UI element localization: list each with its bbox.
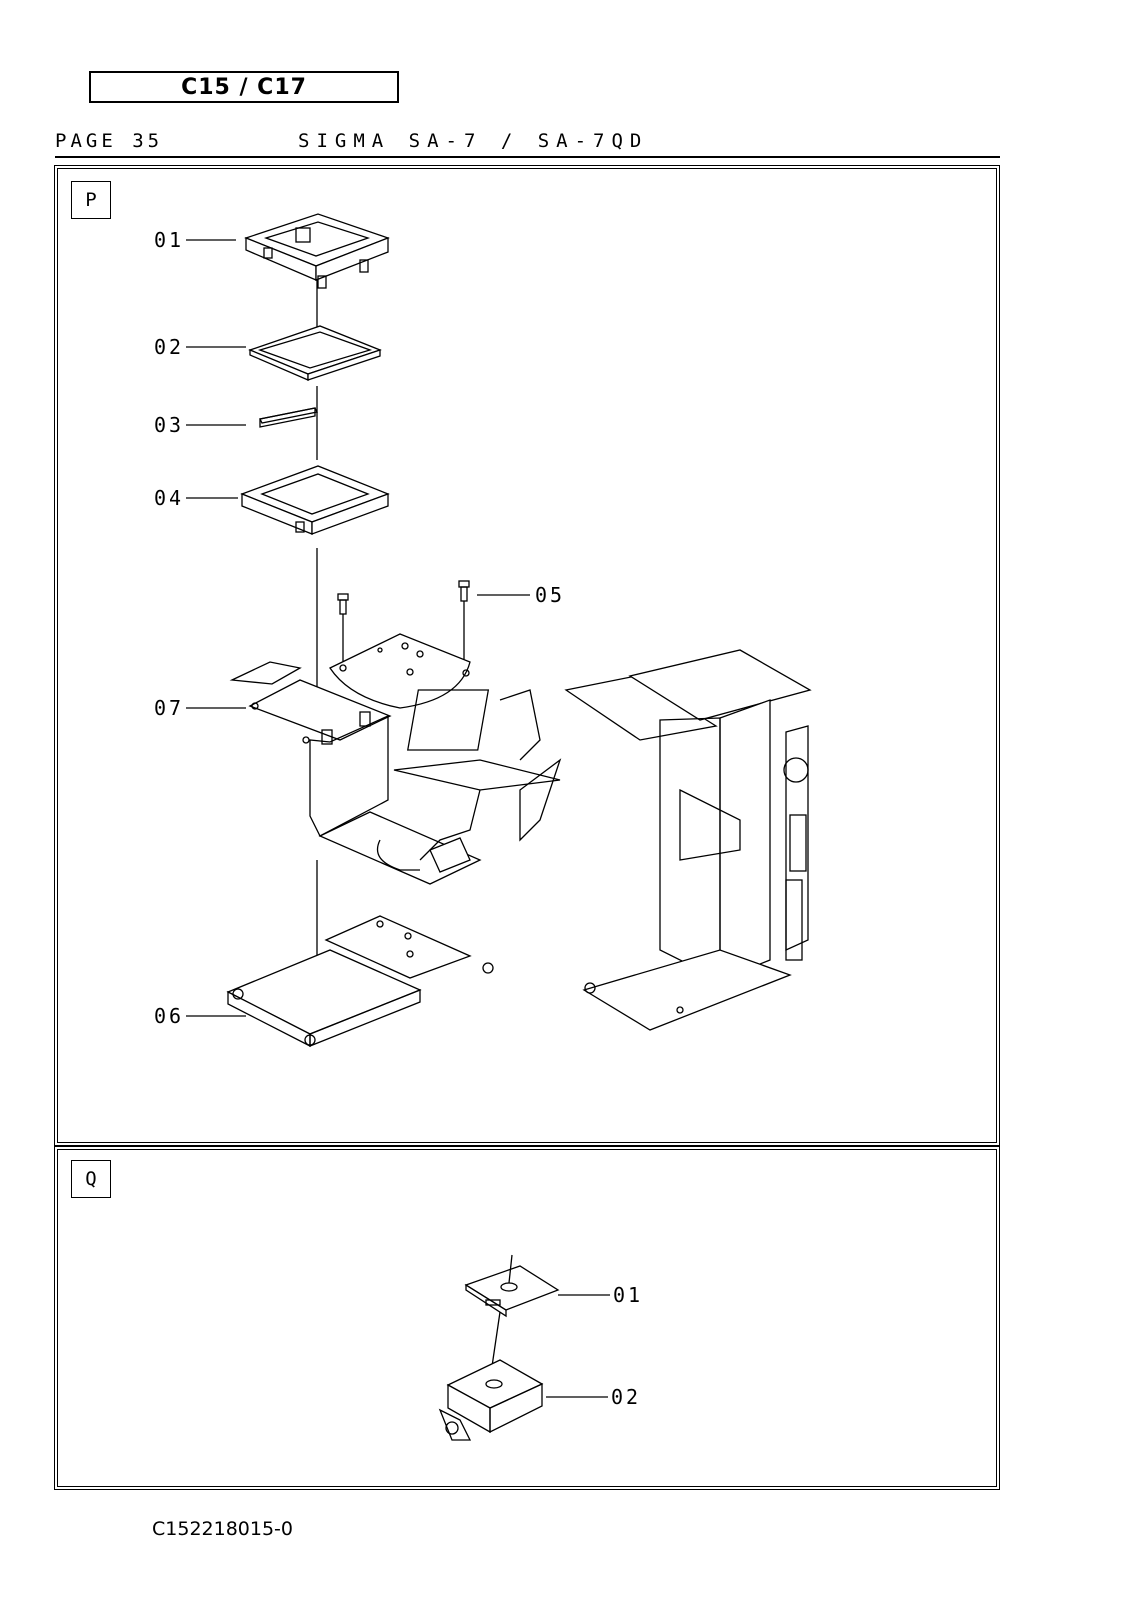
panel-q-tag: Q	[71, 1160, 111, 1198]
label-p01: 01	[154, 228, 184, 252]
model-code-box: C15 / C17	[89, 71, 399, 103]
panel-q-tag-text: Q	[85, 1168, 97, 1190]
label-p06: 06	[154, 1004, 184, 1028]
part-q01-gear-plate	[464, 1254, 560, 1318]
part-shield-plate	[329, 633, 471, 709]
panel-p-tag: P	[71, 181, 111, 219]
panel-p: P	[54, 165, 1000, 1146]
part-p07-bracket	[229, 661, 392, 837]
part-p02-plate	[248, 325, 382, 381]
model-title: SIGMA SA-7 / SA-7QD	[298, 130, 649, 152]
document-number: C152218015-0	[152, 1518, 294, 1540]
label-p05: 05	[535, 583, 565, 607]
part-p01-cover	[244, 213, 390, 289]
page-number: PAGE 35	[55, 130, 164, 152]
panel-p-tag-text: P	[85, 189, 97, 211]
part-flex-board	[318, 689, 562, 885]
label-p03: 03	[154, 413, 184, 437]
part-p06-base	[226, 915, 494, 1048]
part-q02-motor-unit	[438, 1359, 544, 1441]
label-q02: 02	[611, 1385, 641, 1409]
part-p03-strip	[259, 407, 318, 428]
part-p04-frame	[240, 465, 390, 535]
label-p02: 02	[154, 335, 184, 359]
model-codes: C15 / C17	[181, 74, 307, 100]
label-p07: 07	[154, 696, 184, 720]
panel-q: Q	[54, 1146, 1000, 1490]
label-q01: 01	[613, 1283, 643, 1307]
label-p04: 04	[154, 486, 184, 510]
part-p05-screws	[337, 580, 470, 665]
page-header: PAGE 35 SIGMA SA-7 / SA-7QD	[55, 128, 1000, 158]
part-main-housing	[406, 649, 812, 1031]
